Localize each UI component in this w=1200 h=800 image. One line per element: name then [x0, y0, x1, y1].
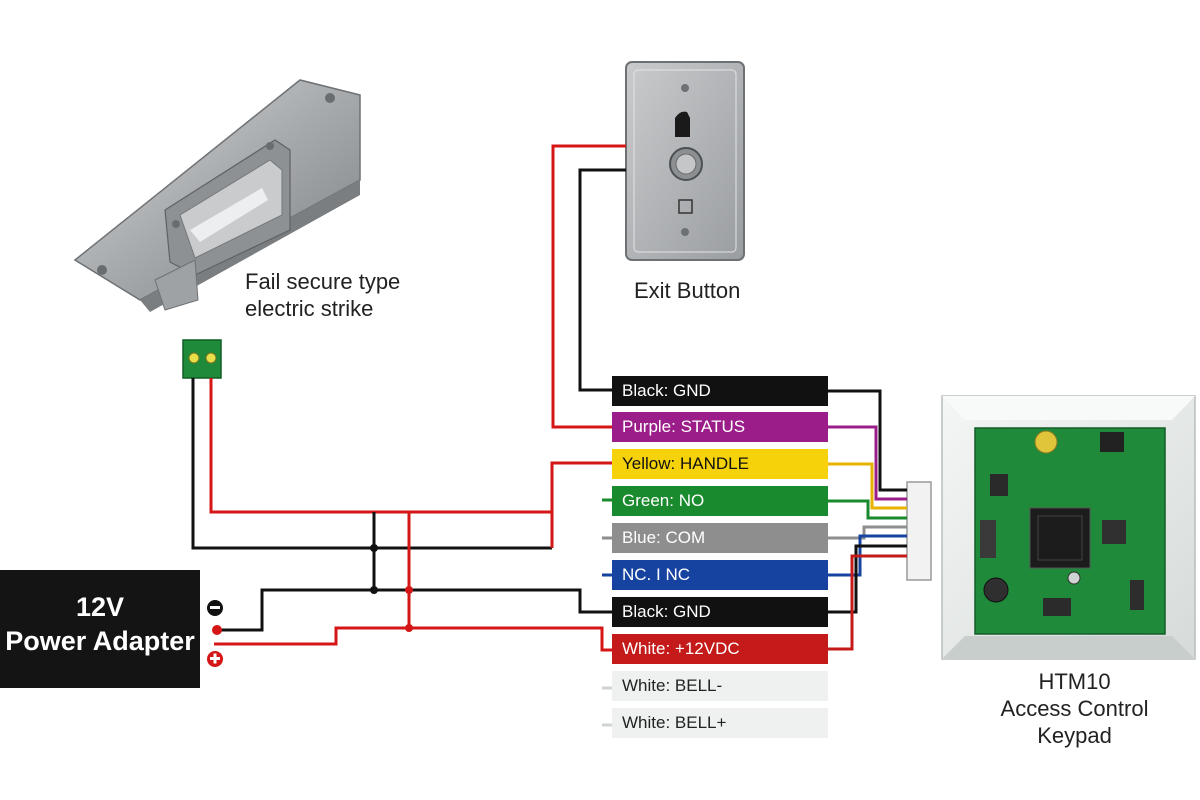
- strike-caption-line2: electric strike: [245, 296, 374, 321]
- exit-button-image: [625, 61, 745, 261]
- connector-wire-7: [828, 554, 907, 651]
- connector-wire-1: [828, 425, 907, 501]
- wire-label-1: Purple: STATUS: [612, 412, 828, 442]
- wire-label-5: NC. I NC: [612, 560, 828, 590]
- connector-wire-3: [828, 499, 907, 520]
- connector-wire-2: [828, 462, 907, 510]
- keypad-connector: [906, 481, 932, 581]
- wire-label-4: Blue: COM: [612, 523, 828, 553]
- exit-button-caption-text: Exit Button: [634, 278, 741, 303]
- terminal-block: [182, 339, 222, 379]
- wire-label-8: White: BELL-: [612, 671, 828, 701]
- keypad-model: HTM10: [1038, 669, 1111, 694]
- keypad-caption: HTM10 Access Control Keypad: [962, 668, 1187, 749]
- keypad-name: Access Control Keypad: [1000, 696, 1149, 748]
- wire-label-2: Yellow: HANDLE: [612, 449, 828, 479]
- wire-label-9: White: BELL+: [612, 708, 828, 738]
- adapter-title: Power Adapter: [5, 626, 195, 656]
- electric-strike-image: [73, 79, 361, 312]
- wire-label-7: White: +12VDC: [612, 634, 828, 664]
- exit-button-caption: Exit Button: [634, 277, 740, 304]
- wires: [191, 144, 626, 727]
- label-to-connector-wires: [828, 389, 907, 651]
- strike-caption: Fail secure type electric strike: [245, 268, 400, 322]
- wire-label-0: Black: GND: [612, 376, 828, 406]
- wire-label-6: Black: GND: [612, 597, 828, 627]
- adapter-voltage: 12V: [75, 592, 125, 622]
- strike-caption-line1: Fail secure type: [245, 269, 401, 294]
- keypad-board-image: [941, 395, 1196, 660]
- adapter-terminals: [207, 600, 223, 667]
- connector-wire-4: [828, 525, 907, 540]
- connector-wire-0: [828, 389, 907, 492]
- wire-label-3: Green: NO: [612, 486, 828, 516]
- junction-dots: [370, 544, 413, 632]
- power-adapter: 12V Power Adapter: [0, 570, 200, 688]
- connector-wire-6: [828, 544, 907, 614]
